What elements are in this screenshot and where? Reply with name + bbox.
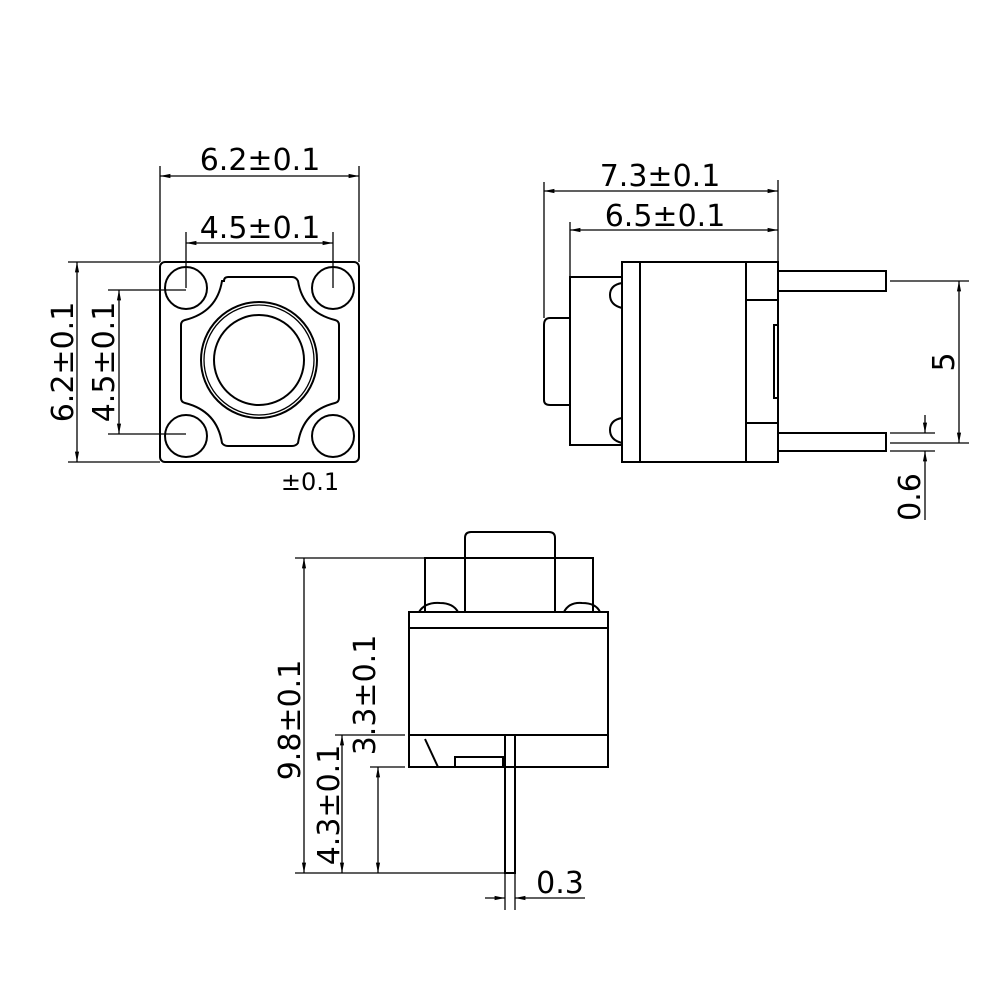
top-view: 6.2±0.1 4.5±0.1 6.2±0.1 4.5±0.1 ±0.1 [46, 143, 360, 496]
pin-length-dimension: 4.3±0.1 [312, 745, 347, 866]
actuator-ring [200, 301, 318, 419]
side-view: 7.3±0.1 6.5±0.1 5 0.6 [543, 159, 969, 521]
switch-body [621, 261, 779, 463]
pin-hole [311, 414, 355, 458]
actuator [464, 531, 556, 558]
switch-body [408, 611, 609, 768]
overall-length-dimension: 7.3±0.1 [600, 159, 721, 194]
cover-plate [569, 276, 623, 446]
pin-thickness-dimension: 0.3 [536, 866, 584, 901]
plunger [543, 317, 570, 406]
tolerance-note: ±0.1 [281, 468, 339, 496]
pin [504, 735, 516, 874]
front-view: 9.8±0.1 4.3±0.1 3.3±0.1 0.3 [273, 531, 609, 910]
height-dimension: 6.2±0.1 [46, 302, 81, 423]
width-dimension: 6.2±0.1 [200, 143, 321, 178]
lead-height-dimension: 3.3±0.1 [348, 635, 383, 756]
pin-width-dimension: 0.6 [893, 473, 928, 521]
body-length-dimension: 6.5±0.1 [605, 199, 726, 234]
pin-hole [164, 414, 208, 458]
switch-body-outline [159, 261, 360, 463]
housing-recess [180, 276, 340, 447]
actuator-button [213, 314, 305, 406]
pin-pitch-dimension: 4.5±0.1 [200, 211, 321, 246]
actuator-ring-inner [203, 304, 315, 416]
pin-spacing-dimension: 5 [927, 352, 962, 371]
pin [778, 432, 887, 452]
overall-height-dimension: 9.8±0.1 [273, 660, 308, 781]
pin [778, 270, 887, 292]
pin-pitch-vertical-dimension: 4.5±0.1 [87, 302, 122, 423]
